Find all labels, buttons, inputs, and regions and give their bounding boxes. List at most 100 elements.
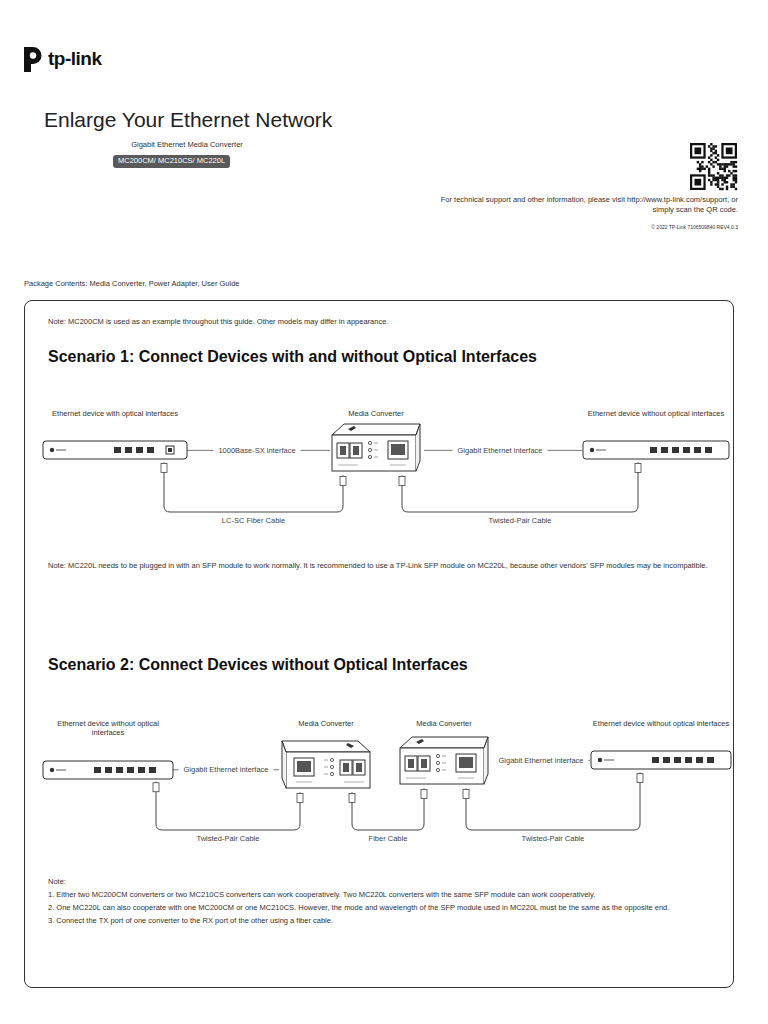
model-badge: MC200CM/ MC210CS/ MC220L — [113, 155, 230, 168]
sfp-port — [166, 446, 174, 454]
ethernet-port — [105, 767, 112, 773]
ethernet-device: Ethernet device without optical interfac… — [582, 409, 730, 462]
rj45-port — [459, 757, 473, 768]
leader-line — [186, 450, 213, 451]
port-mark — [338, 465, 358, 466]
leader-line — [589, 760, 590, 761]
qr-module — [721, 183, 723, 185]
qr-module — [710, 181, 712, 183]
device-logo-mark — [604, 760, 614, 761]
node-heading: Ethernet device without optical interfac… — [42, 719, 174, 738]
qr-module — [717, 159, 719, 161]
ethernet-port — [136, 447, 143, 453]
qr-module — [715, 152, 717, 154]
qr-module — [733, 179, 735, 181]
ethernet-port — [663, 757, 670, 763]
qr-module — [719, 177, 721, 179]
sc-port — [353, 760, 365, 775]
sc-port — [340, 446, 346, 455]
qr-module — [724, 168, 726, 170]
node-heading: Media Converter — [328, 409, 424, 418]
converter-side — [484, 737, 488, 784]
qr-module — [708, 172, 710, 174]
led-mark — [374, 443, 378, 444]
qr-module — [710, 183, 712, 185]
qr-module — [697, 161, 699, 163]
device-body — [43, 761, 173, 779]
led-mark — [442, 763, 446, 764]
qr-module — [712, 147, 714, 149]
ethernet-port — [147, 447, 154, 453]
converter-logo — [348, 426, 356, 431]
sc-port — [353, 446, 359, 455]
leader-line — [301, 450, 330, 451]
qr-module — [717, 186, 719, 188]
ethernet-port — [138, 767, 145, 773]
qr-code — [690, 143, 737, 190]
qr-module — [717, 177, 719, 179]
status-led — [436, 762, 439, 765]
port-mark — [296, 782, 312, 783]
qr-module — [735, 177, 737, 179]
qr-module — [710, 174, 712, 176]
cable-plug — [340, 476, 346, 485]
converter-front — [332, 435, 416, 471]
qr-module — [712, 161, 714, 163]
cable-plug — [153, 783, 159, 792]
status-led — [436, 755, 439, 758]
qr-module — [717, 154, 719, 156]
qr-module — [701, 161, 703, 163]
media-converter: Media Converter — [278, 719, 374, 792]
note-text: Note: MC200CM is used as an example thro… — [48, 317, 648, 327]
cable-plug — [635, 463, 641, 472]
content-frame — [24, 300, 734, 988]
qr-module — [710, 159, 712, 161]
qr-module — [726, 177, 728, 179]
package-contents: Package Contents: Media Converter, Power… — [24, 279, 424, 289]
qr-module — [717, 163, 719, 165]
converter-top — [332, 424, 420, 435]
qr-module — [726, 165, 728, 167]
product-subtitle: Gigabit Ethernet Media Converter — [112, 140, 262, 150]
note-text: Note: MC220L needs to be plugged in with… — [48, 561, 708, 571]
qr-module — [708, 161, 710, 163]
converter-front — [400, 748, 484, 784]
qr-module — [719, 163, 721, 165]
qr-module — [712, 179, 714, 181]
led-mark — [324, 767, 328, 768]
status-led — [330, 773, 333, 776]
qr-module — [724, 170, 726, 172]
sc-port — [340, 760, 352, 775]
scenario-heading: Scenario 2: Connect Devices without Opti… — [48, 655, 468, 674]
qr-module — [712, 145, 714, 147]
qr-module — [703, 168, 705, 170]
node-heading: Ethernet device with optical interfaces — [42, 409, 188, 418]
note-heading: Note: — [48, 877, 728, 887]
status-led — [330, 759, 333, 762]
status-led — [368, 449, 371, 452]
rj45-port — [388, 441, 408, 459]
qr-module — [724, 179, 726, 181]
qr-module — [717, 183, 719, 185]
cable-line — [402, 462, 638, 512]
qr-module — [710, 150, 712, 152]
cable-label: Twisted-Pair Cable — [519, 834, 588, 844]
qr-module — [712, 165, 714, 167]
qr-module — [733, 183, 735, 185]
converter-front — [286, 752, 370, 788]
cable-connector — [161, 462, 346, 512]
qr-finder — [724, 145, 735, 156]
qr-module — [712, 174, 714, 176]
sc-port — [343, 763, 349, 772]
qr-module — [733, 170, 735, 172]
sc-port — [408, 759, 414, 768]
qr-module — [728, 163, 730, 165]
qr-module — [717, 181, 719, 183]
qr-module — [708, 168, 710, 170]
qr-module — [735, 170, 737, 172]
cable-label: Twisted-Pair Cable — [194, 834, 263, 844]
rj45-port — [297, 761, 311, 772]
rj45-port — [294, 758, 314, 776]
converter-logo — [346, 743, 354, 748]
